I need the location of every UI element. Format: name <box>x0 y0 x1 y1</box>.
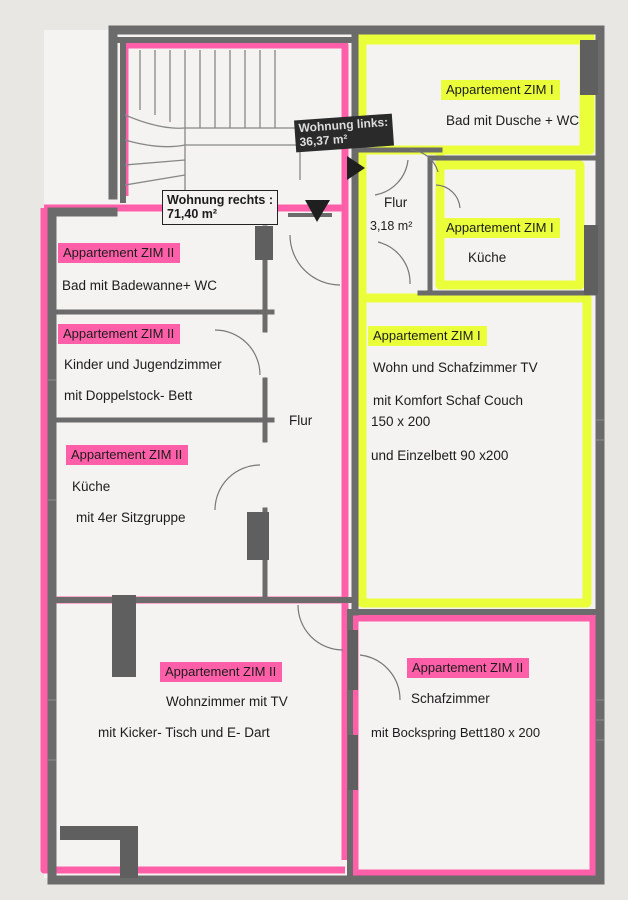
app1-living-tag: Appartement ZIM I <box>368 326 487 346</box>
app2-living-line1: Wohnzimmer mit TV <box>166 694 288 709</box>
yellow-flur-area: 3,18 m² <box>370 219 413 233</box>
app1-living-line3: 150 x 200 <box>371 414 431 429</box>
app2-bath-tag: Appartement ZIM II <box>58 243 181 263</box>
app2-sleep-line2: mit Bockspring Bett180 x 200 <box>371 725 541 740</box>
app2-kitchen-tag: Appartement ZIM II <box>66 445 189 465</box>
wohnung-rechts-title: Wohnung rechts : <box>167 193 274 207</box>
door-swings <box>214 149 461 701</box>
staircase <box>124 50 301 195</box>
app1-living-line4: und Einzelbett 90 x200 <box>371 448 509 463</box>
app2-kids-tag: Appartement ZIM II <box>58 324 181 344</box>
wohnung-rechts-area: 71,40 m² <box>167 207 218 222</box>
app1-kitchen-desc: Küche <box>468 250 507 265</box>
app1-living-line1: Wohn und Schafzimmer TV <box>373 360 538 375</box>
stair-arrows <box>305 156 365 222</box>
app2-kids-line2: mit Doppelstock- Bett <box>64 388 193 403</box>
wall-pillars <box>60 40 598 878</box>
app2-living-line2: mit Kicker- Tisch und E- Dart <box>98 725 270 740</box>
yellow-flur-name: Flur <box>384 195 408 210</box>
app2-kids-line1: Kinder und Jugendzimmer <box>64 357 222 372</box>
app1-living-line2: mit Komfort Schaf Couch <box>373 393 524 408</box>
main-flur-label: Flur <box>289 413 313 428</box>
app2-kitchen-line1: Küche <box>72 479 111 494</box>
app1-bath-tag: Appartement ZIM I <box>441 80 560 100</box>
app2-living-tag: Appartement ZIM II <box>160 662 283 682</box>
app1-kitchen-tag: Appartement ZIM I <box>441 218 560 238</box>
app2-sleep-tag: Appartement ZIM II <box>407 658 530 678</box>
app2-sleep-line1: Schafzimmer <box>411 691 490 706</box>
wohnung-rechts-box: Wohnung rechts : 71,40 m² <box>162 190 279 225</box>
app2-bath-desc: Bad mit Badewanne+ WC <box>62 278 217 293</box>
window-marks <box>48 379 604 761</box>
yellow-zone-outline <box>357 31 595 608</box>
app1-bath-desc: Bad mit Dusche + WC <box>446 113 580 128</box>
app2-kitchen-line2: mit 4er Sitzgruppe <box>76 510 186 525</box>
